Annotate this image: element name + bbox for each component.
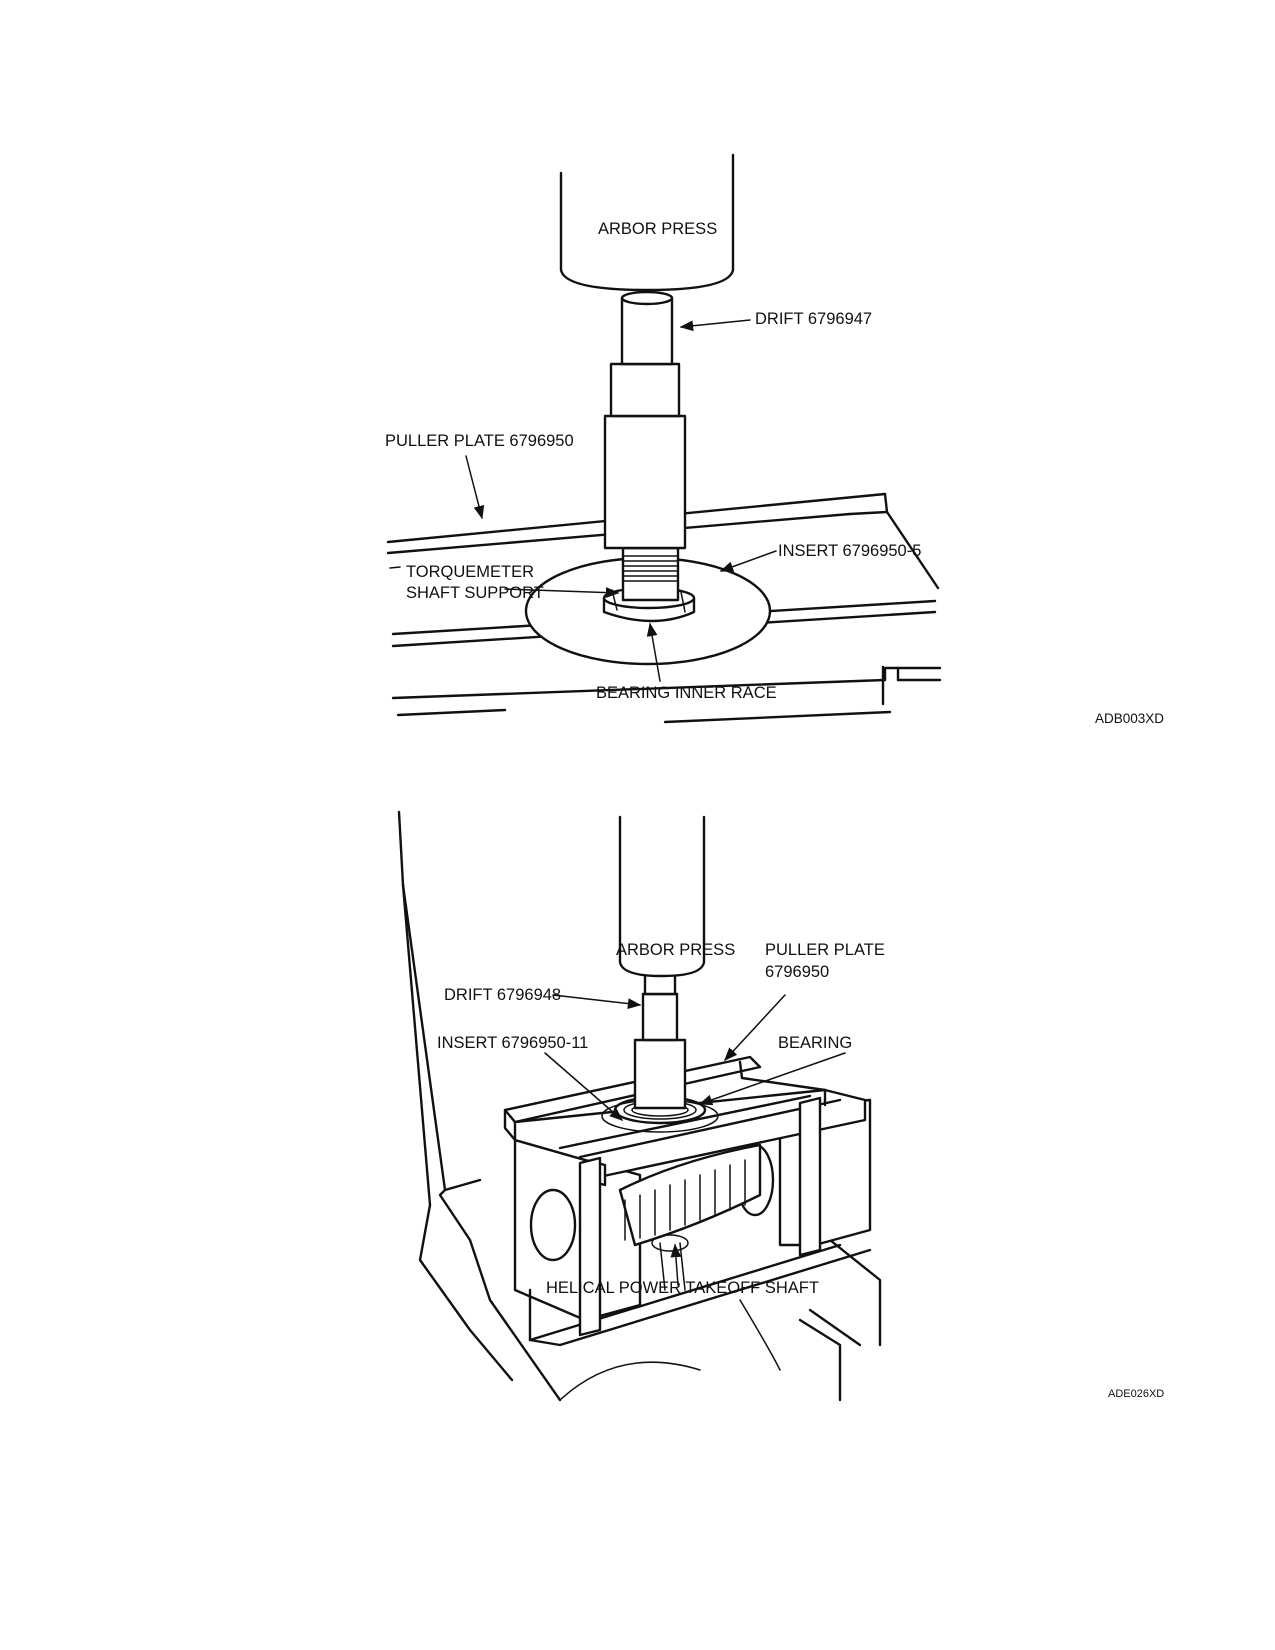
label-drift-top: DRIFT 6796947 <box>755 310 872 328</box>
leader-puller-plate-top <box>465 455 485 520</box>
leader-bearing-bottom <box>698 1052 846 1106</box>
label-puller-plate-bottom-line2: 6796950 <box>765 963 829 981</box>
label-puller-plate-bottom-line1: PULLER PLATE <box>765 941 885 959</box>
drift-top <box>603 290 687 602</box>
press-frame <box>397 810 882 1402</box>
leader-torquemeter <box>504 587 620 598</box>
arbor-press-ram-top <box>559 153 735 292</box>
label-arbor-press-bottom: ARBOR PRESS <box>616 941 735 959</box>
label-arbor-press-top: ARBOR PRESS <box>598 220 717 238</box>
label-puller-plate-top: PULLER PLATE 6796950 <box>385 432 574 450</box>
helical-gear <box>618 1143 762 1291</box>
label-insert-bottom: INSERT 6796950-11 <box>437 1034 588 1052</box>
leader-insert-top <box>719 550 777 572</box>
figure-code-top: ADB003XD <box>1095 711 1164 726</box>
figure-top: ARBOR PRESS DRIFT 6796947 PULLER PLATE 6… <box>385 153 1164 726</box>
label-bearing-inner-race: BEARING INNER RACE <box>596 684 777 702</box>
label-drift-bottom: DRIFT 6796948 <box>444 986 561 1004</box>
leader-drift-top <box>679 319 751 332</box>
figure-bottom: ARBOR PRESS PULLER PLATE 6796950 DRIFT 6… <box>397 810 1164 1402</box>
drift-bottom <box>633 966 687 1110</box>
label-torquemeter-line2: SHAFT SUPPORT <box>406 584 544 602</box>
label-insert-top: INSERT 6796950-5 <box>778 542 921 560</box>
puller-plate-bottom <box>503 1055 867 1337</box>
label-torquemeter-line1: TORQUEMETER <box>406 563 534 581</box>
arbor-press-ram-bottom <box>618 815 706 978</box>
leader-insert-bottom <box>544 1052 624 1121</box>
label-helical-shaft: HELICAL POWER TAKEOFF SHAFT <box>546 1279 819 1297</box>
leader-drift-bottom <box>552 994 642 1009</box>
label-bearing-bottom: BEARING <box>778 1034 852 1052</box>
leader-helical-shaft <box>670 1243 682 1286</box>
figure-code-bottom: ADE026XD <box>1108 1388 1164 1400</box>
leader-bearing-inner-race <box>646 622 661 682</box>
leader-puller-plate-bottom <box>724 994 786 1061</box>
leader-torquemeter-tick <box>389 566 401 569</box>
